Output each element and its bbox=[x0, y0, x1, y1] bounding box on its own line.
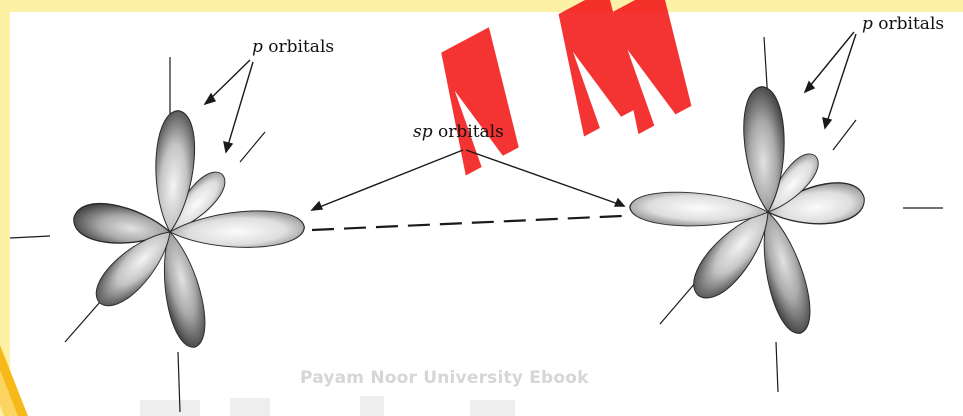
right-axis-bottom bbox=[776, 342, 778, 392]
left-atom bbox=[10, 57, 305, 412]
sp-orbitals-label: sp orbitals bbox=[413, 122, 504, 142]
left-axis-diag-lower bbox=[65, 302, 100, 342]
p-orbitals-label-right-text: orbitals bbox=[873, 14, 944, 34]
left-axis-left bbox=[10, 236, 50, 238]
p-orbitals-label-left-italic: p bbox=[252, 37, 263, 57]
sp-orbitals-label-italic: sp bbox=[413, 122, 433, 142]
arrow-sp-right bbox=[466, 150, 624, 206]
right-axis-diag-upper bbox=[833, 120, 856, 150]
p-orbitals-label-left: p orbitals bbox=[252, 37, 334, 57]
sp-sp-bond-dashed-line bbox=[312, 216, 622, 230]
arrow-sp-left bbox=[312, 150, 463, 210]
right-axis-diag-lower bbox=[660, 282, 696, 324]
background-watermark-shapes bbox=[140, 396, 515, 416]
frame-top-band bbox=[0, 0, 963, 12]
arrow-p-left-2 bbox=[226, 62, 253, 152]
p-orbitals-label-right: p orbitals bbox=[862, 14, 944, 34]
www-watermark bbox=[409, 0, 717, 176]
p-orbitals-label-right-italic: p bbox=[862, 14, 873, 34]
payam-noor-watermark: Payam Noor University Ebook bbox=[300, 368, 589, 388]
p-orbitals-label-left-text: orbitals bbox=[263, 37, 334, 57]
sp-orbitals-label-text: orbitals bbox=[433, 122, 504, 142]
left-axis-diag-upper bbox=[240, 132, 265, 162]
